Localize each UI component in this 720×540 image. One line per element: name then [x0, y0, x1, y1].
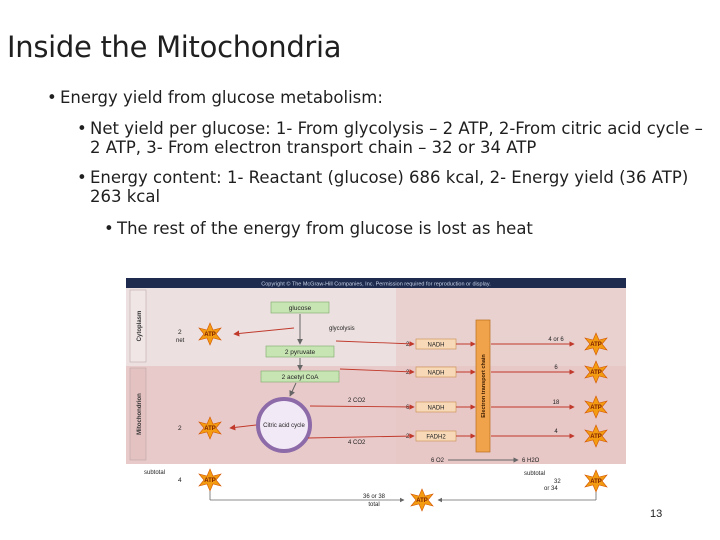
svg-text:ATP: ATP	[204, 478, 216, 484]
right-subtotal-label: subtotal	[524, 471, 545, 477]
left-subtotal-count: 4	[178, 477, 182, 484]
oxygen-label: 6 O2	[431, 458, 445, 464]
pyruvate-label: 2 pyruvate	[285, 349, 316, 356]
svg-text:ATP: ATP	[590, 342, 602, 348]
glycolysis-label: glycolysis	[329, 326, 355, 332]
page-number: 13	[650, 508, 662, 520]
bullet-text: Energy yield from glucose metabolism:	[60, 88, 383, 107]
co2-a-label: 2 CO2	[348, 398, 366, 404]
water-label: 6 H2O	[522, 458, 540, 464]
carrier-label: NADH	[427, 343, 444, 349]
right-count: 4 or 6	[548, 337, 564, 343]
net-label: net	[176, 338, 185, 344]
cycle-count: 2	[178, 425, 182, 432]
mitochondrion-label: Mitochondrion	[137, 393, 143, 435]
copyright-text: Copyright © The McGraw-Hill Companies, I…	[261, 281, 491, 288]
svg-text:ATP: ATP	[590, 479, 602, 485]
glucose-label: glucose	[289, 305, 312, 312]
right-subtotal-value: 32	[554, 479, 561, 485]
carrier-label: NADH	[427, 371, 444, 377]
bullet-text: Net yield per glucose: 1- From glycolysi…	[90, 119, 703, 157]
svg-text:ATP: ATP	[416, 498, 428, 504]
slide-title: Inside the Mitochondria	[7, 30, 341, 64]
bullet-2: • Net yield per glucose: 1- From glycoly…	[90, 119, 710, 157]
bullet-dot: •	[77, 119, 87, 138]
total-value: 36 or 38	[363, 494, 386, 500]
total-label: total	[368, 502, 379, 508]
svg-text:ATP: ATP	[590, 370, 602, 376]
right-subtotal-alt: or 34	[544, 486, 558, 492]
citric-cycle-label: Citric acid cycle	[263, 423, 305, 429]
bullet-text: Energy content: 1- Reactant (glucose) 68…	[90, 168, 688, 206]
right-count: 18	[553, 400, 560, 406]
svg-text:ATP: ATP	[204, 332, 216, 338]
svg-text:ATP: ATP	[204, 426, 216, 432]
acetyl-label: 2 acetyl CoA	[282, 374, 320, 381]
atp-yield-figure: Copyright © The McGraw-Hill Companies, I…	[126, 278, 626, 518]
bullet-dot: •	[47, 88, 57, 107]
left-subtotal-label: subtotal	[144, 470, 165, 476]
carrier-label: FADH2	[426, 435, 446, 441]
svg-text:ATP: ATP	[590, 434, 602, 440]
etc-label: Electron transport chain	[481, 354, 487, 418]
bullet-4: • The rest of the energy from glucose is…	[117, 219, 707, 238]
bullet-dot: •	[77, 168, 87, 187]
bullet-text: The rest of the energy from glucose is l…	[117, 219, 533, 238]
co2-b-label: 4 CO2	[348, 440, 366, 446]
cytoplasm-label: Cytoplasm	[137, 311, 143, 342]
glycolysis-count: 2	[178, 329, 182, 336]
carrier-label: NADH	[427, 406, 444, 412]
svg-text:ATP: ATP	[590, 405, 602, 411]
bullet-dot: •	[104, 219, 114, 238]
bullet-3: • Energy content: 1- Reactant (glucose) …	[90, 168, 710, 206]
bullet-1: • Energy yield from glucose metabolism:	[60, 88, 700, 107]
